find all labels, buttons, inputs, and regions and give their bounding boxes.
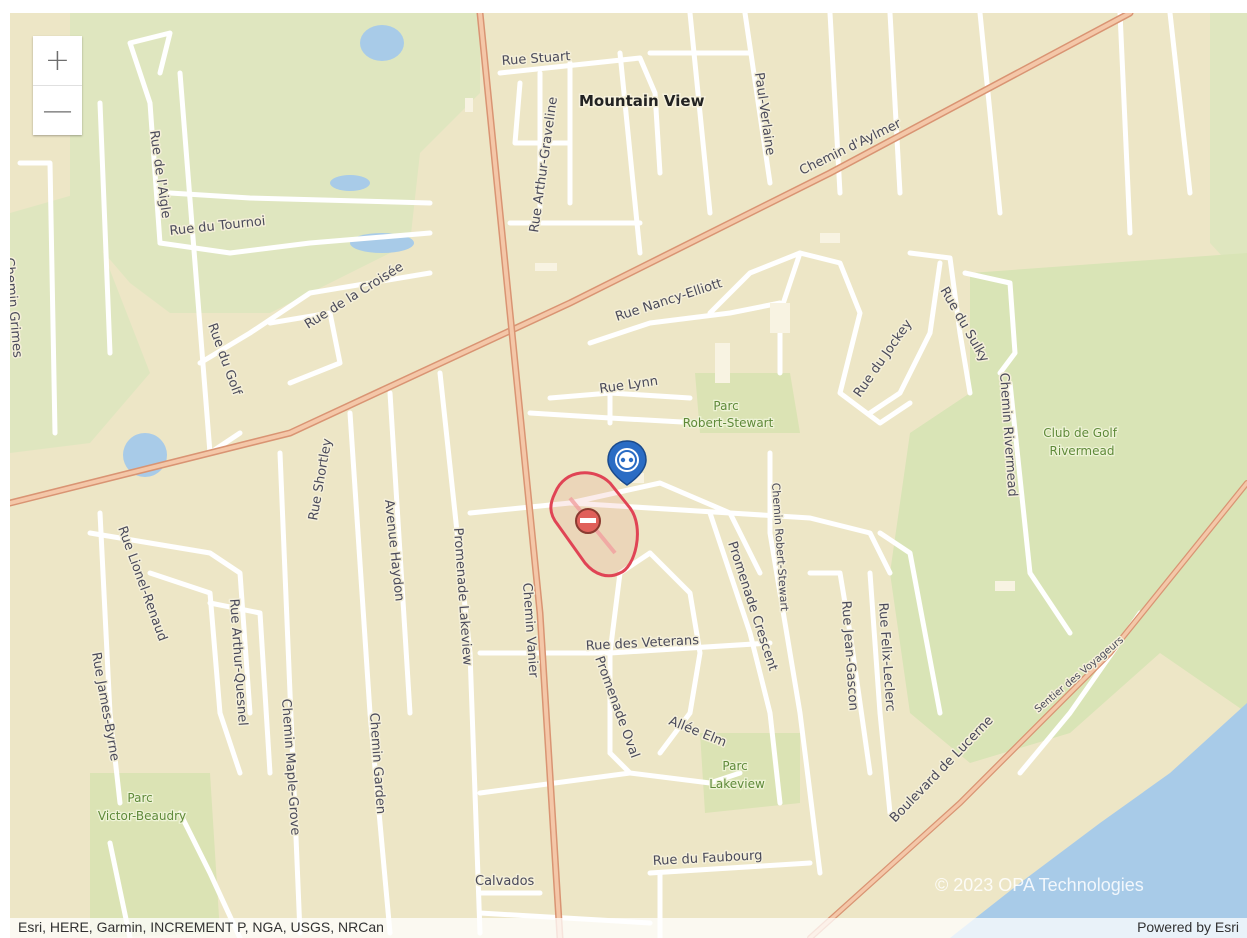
green-area xyxy=(1210,13,1247,283)
arterial-roads xyxy=(10,13,1247,938)
road-label: Rue Stuart xyxy=(501,49,571,69)
pond xyxy=(360,25,404,61)
minor-roads xyxy=(17,13,1193,938)
place-label: Mountain View xyxy=(579,92,705,110)
road-label: Rue du Faubourg xyxy=(652,848,762,869)
park-label-robert-stewart: Parc Robert-Stewart xyxy=(683,399,774,430)
river xyxy=(950,703,1247,938)
location-pin[interactable] xyxy=(607,440,647,486)
golf-course-area xyxy=(890,253,1247,763)
camera-icon xyxy=(617,450,637,470)
road-label: Calvados xyxy=(475,874,535,889)
road-closure-marker[interactable] xyxy=(549,471,639,578)
pond xyxy=(330,175,370,191)
buildings xyxy=(465,98,1015,591)
copyright-watermark: © 2023 OPA Technologies xyxy=(935,875,1144,895)
zoom-out-button[interactable]: — xyxy=(33,85,82,135)
green-area xyxy=(10,193,150,453)
map-view[interactable]: Mountain View Rue Stuart Chemin d'Aylmer… xyxy=(10,13,1247,938)
road-label: Chemin Garden xyxy=(366,712,388,814)
powered-by-esri-link[interactable]: Powered by Esri xyxy=(1137,919,1239,935)
zoom-in-button[interactable]: + xyxy=(44,43,71,78)
attribution-sources[interactable]: Esri, HERE, Garmin, INCREMENT P, NGA, US… xyxy=(18,919,384,935)
park-area xyxy=(695,373,800,433)
zoom-control: + — xyxy=(33,36,82,135)
basemap: Mountain View Rue Stuart Chemin d'Aylmer… xyxy=(10,13,1247,938)
park-label-golf-club: Club de Golf Rivermead xyxy=(1043,426,1121,458)
attribution-bar: Esri, HERE, Garmin, INCREMENT P, NGA, US… xyxy=(10,918,1247,938)
park-label-victor-beaudry: Parc Victor-Beaudry xyxy=(98,791,186,823)
park-label-lakeview: Parc Lakeview xyxy=(709,759,765,791)
